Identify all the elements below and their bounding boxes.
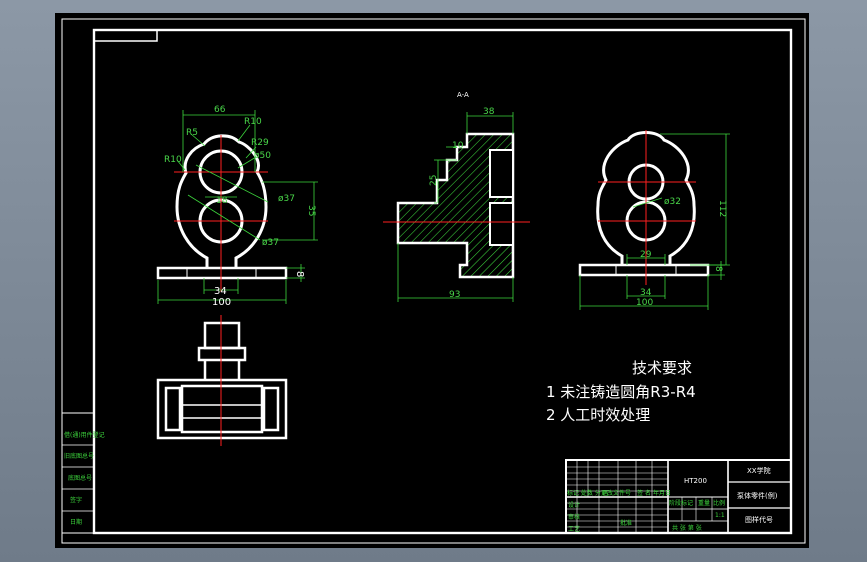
title-block: HT200 XX学院 泵体零件(例) 图样代号 标记 处数 分 区 更改文件号 …	[565, 459, 792, 534]
tb-scale: 比例	[713, 499, 725, 507]
tb-process: 工艺	[568, 525, 580, 533]
strip-label-3: 底图总号	[68, 474, 92, 482]
dim-front-r5: R5	[186, 128, 198, 138]
top-view-neck	[197, 346, 247, 362]
section-upper-bore	[489, 149, 514, 198]
dim-side-100: 100	[636, 298, 653, 308]
dim-side-112: 112	[717, 200, 727, 217]
dim-front-r10-top: R10	[244, 117, 262, 127]
dim-side-34: 34	[640, 288, 652, 298]
dim-section-93: 93	[449, 290, 460, 300]
tb-stage: 阶段标记	[669, 499, 693, 507]
dim-front-100: 100	[212, 297, 231, 308]
strip-label-4: 签字	[70, 496, 82, 504]
left-strip: 借(通)用件登记 旧底图总号 底图总号 签字 日期	[61, 412, 105, 534]
top-view	[156, 315, 288, 446]
tb-row-label-2: 更改文件号	[601, 489, 631, 497]
side-base-flange	[578, 263, 710, 277]
tb-school: XX学院	[747, 466, 771, 475]
corner-box	[93, 29, 158, 42]
dim-front-35: 35	[306, 205, 316, 216]
dim-front-34: 34	[214, 286, 227, 297]
tech-item-1: 1 未注铸造圆角R3-R4	[546, 383, 696, 401]
tb-drawing-no: 图样代号	[745, 515, 773, 524]
tb-sheet: 共 张 第 张	[672, 524, 702, 532]
section-label: A-A	[457, 91, 469, 99]
tb-scale-value: 1:1	[715, 512, 725, 519]
dim-section-38: 38	[483, 107, 495, 117]
dim-front-d37-bottom: ø37	[262, 238, 279, 248]
dim-front-d37-right: ø37	[278, 194, 295, 204]
strip-label-1: 借(通)用件登记	[64, 431, 105, 439]
outer-frame	[61, 18, 806, 544]
dim-front-r29: R29	[251, 138, 269, 148]
dim-front-66: 66	[214, 105, 226, 115]
tech-title: 技术要求	[632, 359, 692, 377]
tb-approve: 批准	[620, 519, 632, 527]
drawing-sheet	[55, 13, 809, 548]
dim-front-18: 18	[216, 196, 228, 206]
tb-designer: 设计	[568, 501, 580, 509]
tech-requirements: 技术要求 1 未注铸造圆角R3-R4 2 人工时效处理	[546, 359, 696, 424]
top-view-body	[156, 378, 288, 440]
tb-part-name: 泵体零件(例)	[737, 491, 778, 500]
front-view: 66 R5 R10 R29 R10 ø50 ø37 35 18 ø37 34 1…	[156, 105, 318, 308]
section-lower-bore	[489, 202, 514, 246]
dim-front-8: 8	[294, 271, 305, 277]
tech-item-2: 2 人工时效处理	[546, 406, 650, 424]
section-view: A-A 38 10 25 93	[383, 91, 530, 302]
dim-section-10: 10	[452, 141, 464, 151]
dim-side-8: 8	[713, 266, 723, 272]
dim-front-d50: ø50	[254, 151, 271, 161]
tb-checker: 审核	[568, 513, 580, 521]
tb-row-label-3: 签 名	[637, 489, 651, 497]
dim-side-d32: ø32	[664, 197, 681, 207]
inner-frame	[92, 28, 793, 535]
tb-material: HT200	[684, 477, 707, 485]
dim-front-r10-left: R10	[164, 155, 182, 165]
strip-label-2: 旧底图总号	[64, 452, 94, 460]
side-view: ø32 112 29 34 100 8	[578, 130, 730, 310]
strip-label-5: 日期	[70, 518, 82, 526]
dim-side-29: 29	[640, 250, 652, 260]
tb-weight: 重量	[698, 499, 710, 507]
front-base-flange	[156, 266, 288, 280]
tb-row-label-1: 标记 处数 分 区	[567, 489, 609, 497]
tb-row-label-4: 年月日	[653, 489, 671, 497]
dim-section-25: 25	[429, 175, 439, 186]
section-view-hatched-body	[396, 132, 515, 279]
